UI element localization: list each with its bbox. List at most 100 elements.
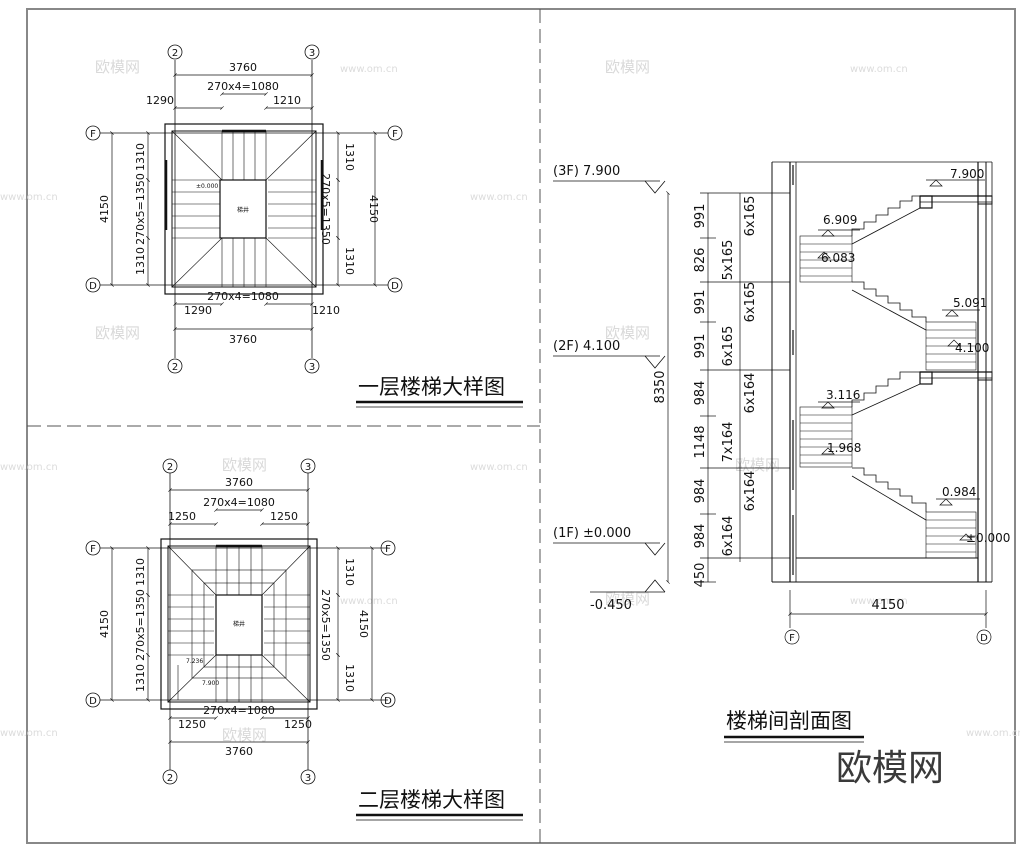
watermark-url: www.om.cn [850, 64, 908, 75]
dim-bottom-total: 3760 [225, 745, 253, 758]
dim-left-total: 4150 [98, 610, 111, 638]
level-mark: 7.900 [202, 680, 219, 687]
level-mark: ±0.000 [966, 531, 1010, 545]
dim-segment: 1148 [693, 425, 708, 458]
dim-steps: 6x164 [721, 516, 736, 557]
watermark-url: www.om.cn [340, 64, 398, 75]
dim-bottom-left: 1290 [184, 304, 212, 317]
watermark-url: www.om.cn [0, 462, 58, 473]
watermark-brand: 欧模网 [222, 726, 267, 744]
dim-left-top: 1310 [134, 143, 147, 171]
grid-label: F [90, 544, 96, 555]
dim-right-top: 1310 [343, 143, 356, 171]
dim-right-bottom: 1310 [343, 247, 356, 275]
floor-3f-label: (3F) 7.900 [553, 164, 620, 179]
dim-steps: 6x165 [721, 326, 736, 367]
grid-label: 3 [305, 773, 311, 784]
section-title: 楼梯间剖面图 [726, 709, 852, 733]
dim-left-flight: 270x5=1350 [134, 173, 147, 245]
dim-bottom-right: 1250 [284, 718, 312, 731]
dim-top-right: 1250 [270, 510, 298, 523]
grid-label: F [789, 633, 795, 644]
dim-top-total: 3760 [229, 61, 257, 74]
dim-left-total: 4150 [98, 195, 111, 223]
stair-well [219, 179, 267, 239]
dim-left-bottom: 1310 [134, 247, 147, 275]
level-mark: 4.100 [955, 341, 989, 355]
dim-steps: 5x165 [721, 240, 736, 281]
grid-bubble-D [85, 277, 101, 293]
grid-label: F [385, 544, 391, 555]
grid-label: 3 [309, 362, 315, 373]
grid-label: F [392, 129, 398, 140]
level-mark: 0.984 [942, 485, 976, 499]
watermark-brand: 欧模网 [605, 58, 650, 76]
base-level-label: -0.450 [590, 598, 632, 613]
brand-watermark: 欧模网 [836, 748, 944, 789]
dim-steps: 6x164 [743, 471, 758, 512]
dim-top-flight: 270x4=1080 [203, 496, 275, 509]
level-mark: 7.236 [186, 658, 203, 665]
dim-segment: 984 [693, 381, 708, 406]
grid-bubble-F [85, 125, 101, 141]
dim-top-total: 3760 [225, 476, 253, 489]
grid-label: 3 [309, 48, 315, 59]
level-mark: 6.909 [823, 213, 857, 227]
dim-bottom-flight: 270x4=1080 [207, 290, 279, 303]
grid-label: 3 [305, 462, 311, 473]
dim-right-bottom: 1310 [343, 664, 356, 692]
level-mark: 7.900 [950, 167, 984, 181]
grid-label: D [89, 696, 97, 707]
stair-well-label: 梯井 [237, 206, 249, 214]
dim-segment: 826 [693, 248, 708, 273]
watermarks: 欧模网 www.om.cn 欧模网 www.om.cn 欧模网 欧模网 欧模网 … [0, 58, 1020, 744]
grid-label: 2 [167, 773, 173, 784]
grid-bubble-3 [304, 358, 320, 374]
dim-bottom-right: 1210 [312, 304, 340, 317]
watermark-brand: 欧模网 [95, 324, 140, 342]
dim-bottom-flight: 270x4=1080 [203, 704, 275, 717]
plan2-title: 二层楼梯大样图 [358, 788, 505, 812]
watermark-brand: 欧模网 [222, 456, 267, 474]
dim-segment: 450 [693, 563, 708, 588]
dim-top-flight: 270x4=1080 [207, 80, 279, 93]
watermark-brand: 欧模网 [735, 456, 780, 474]
grid-bubble-3 [304, 44, 320, 60]
dim-bottom-total: 3760 [229, 333, 257, 346]
dim-left-bottom: 1310 [134, 664, 147, 692]
plan1-title: 一层楼梯大样图 [358, 375, 505, 399]
level-mark: 3.116 [826, 388, 860, 402]
stair-well-label: 梯井 [233, 620, 245, 628]
dim-right-top: 1310 [343, 558, 356, 586]
dim-steps: 6x164 [743, 373, 758, 414]
dim-right-total: 4150 [357, 610, 370, 638]
dim-width: 4150 [871, 598, 904, 613]
dim-total-height: 8350 [653, 370, 668, 403]
grid-label: D [980, 633, 988, 644]
level-mark: ±0.000 [196, 183, 218, 190]
level-mark: 1.968 [827, 441, 861, 455]
grid-label: 2 [172, 362, 178, 373]
grid-label: D [89, 281, 97, 292]
dim-segment: 991 [693, 290, 708, 315]
watermark-url: www.om.cn [850, 596, 908, 607]
dim-left-top: 1310 [134, 558, 147, 586]
watermark-url: www.om.cn [470, 192, 528, 203]
watermark-url: www.om.cn [966, 728, 1020, 739]
grid-bubble-F [387, 125, 403, 141]
plan-ground-floor: 2 3 2 3 F F D D [85, 44, 523, 408]
grid-bubble-2 [167, 358, 183, 374]
dim-top-left: 1250 [168, 510, 196, 523]
stair-well [215, 594, 263, 656]
dim-right-flight: 270x5=1350 [319, 589, 332, 661]
dim-segment: 991 [693, 334, 708, 359]
dim-segment: 991 [693, 204, 708, 229]
floor-2f-label: (2F) 4.100 [553, 339, 620, 354]
dim-bottom-left: 1250 [178, 718, 206, 731]
watermark-url: www.om.cn [340, 596, 398, 607]
dim-top-left: 1290 [146, 94, 174, 107]
level-mark: 5.091 [953, 296, 987, 310]
dim-right-total: 4150 [367, 195, 380, 223]
watermark-brand: 欧模网 [95, 58, 140, 76]
